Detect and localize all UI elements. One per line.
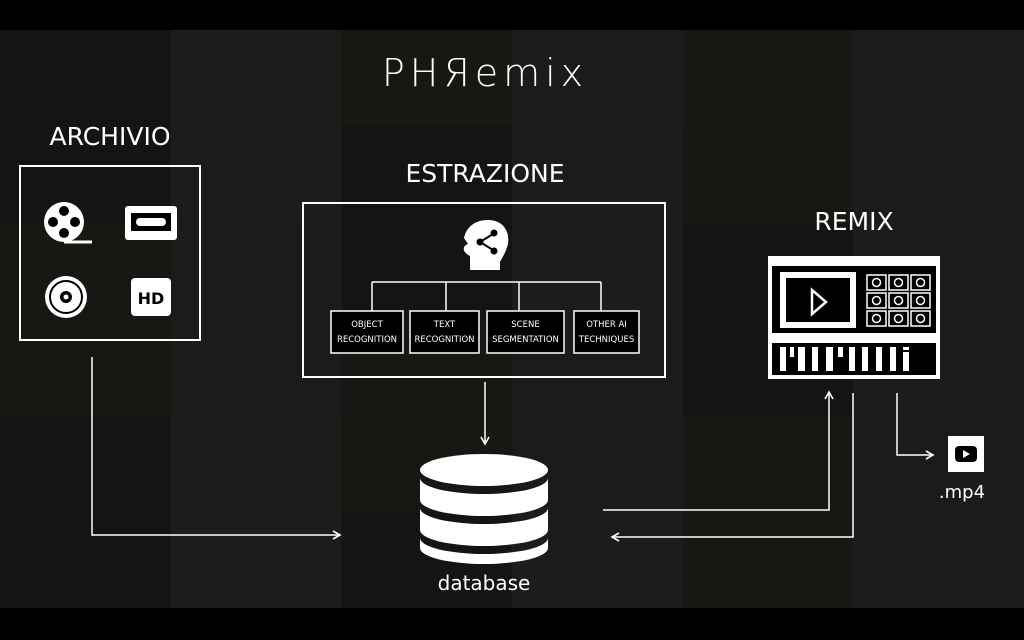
pad-button [866, 310, 887, 327]
technique-box: OTHER AI TECHNIQUES [573, 310, 640, 354]
mosaic-tile [853, 30, 1024, 127]
pad-button [910, 292, 931, 309]
technique-label: OTHER AI [586, 320, 627, 330]
cassette-icon [125, 206, 177, 240]
pad-button [866, 274, 887, 291]
mosaic-tile [512, 30, 683, 127]
mosaic-tile [170, 511, 342, 608]
arrow-database-to-remix [603, 390, 834, 511]
ai-head-icon [463, 220, 509, 270]
technique-box: OBJECT RECOGNITION [330, 310, 404, 354]
pad-button [866, 292, 887, 309]
pad-button [910, 274, 931, 291]
mosaic-tile [682, 30, 854, 127]
tree-connectors [371, 281, 602, 312]
hd-icon: HD [131, 278, 171, 316]
mosaic-tile [512, 126, 683, 223]
video-file-icon [948, 436, 984, 472]
mosaic-tile [170, 415, 342, 512]
mosaic-tile [682, 511, 854, 608]
archive-box [19, 165, 201, 341]
extraction-box [302, 202, 666, 378]
database-label: database [438, 571, 531, 595]
mosaic-tile [853, 511, 1024, 608]
archive-label: ARCHIVIO [49, 122, 170, 151]
logo-title: PHЯemix [382, 51, 588, 95]
technique-box: TEXT RECOGNITION [409, 310, 480, 354]
film-reel-icon [44, 202, 92, 244]
technique-label: TEXT [433, 320, 456, 330]
technique-label: TECHNIQUES [578, 335, 634, 345]
technique-label: RECOGNITION [337, 335, 397, 345]
disc-icon [45, 276, 87, 318]
remix-editor-icon [768, 256, 940, 379]
mosaic-tile [0, 415, 171, 512]
output-format-label: .mp4 [939, 482, 985, 503]
mosaic-tile [0, 319, 171, 416]
database-icon [420, 454, 548, 564]
arrow-archive-to-database [91, 357, 342, 540]
pad-button [888, 274, 909, 291]
technique-label: SEGMENTATION [492, 335, 559, 345]
pad-button [888, 292, 909, 309]
svg-text:HD: HD [138, 289, 165, 308]
mosaic-tile [853, 126, 1024, 223]
technique-label: RECOGNITION [414, 335, 474, 345]
pad-button [910, 310, 931, 327]
technique-label: SCENE [511, 320, 539, 330]
mosaic-tile [682, 126, 854, 223]
arrow-remix-to-output [896, 393, 935, 460]
mosaic-tile [0, 511, 171, 608]
mosaic-tile [853, 415, 1024, 512]
extraction-label: ESTRAZIONE [405, 159, 564, 188]
mosaic-tile [682, 415, 854, 512]
technique-label: OBJECT [351, 320, 383, 330]
technique-box: SCENE SEGMENTATION [486, 310, 565, 354]
mosaic-tile [341, 126, 512, 223]
play-icon [810, 287, 828, 317]
pad-button [888, 310, 909, 327]
mosaic-tile [170, 30, 342, 127]
remix-label: REMIX [814, 207, 893, 236]
mosaic-tile [512, 222, 683, 319]
mosaic-tile [341, 30, 512, 127]
arrow-remix-to-database [610, 393, 854, 542]
mosaic-tile [0, 30, 171, 127]
